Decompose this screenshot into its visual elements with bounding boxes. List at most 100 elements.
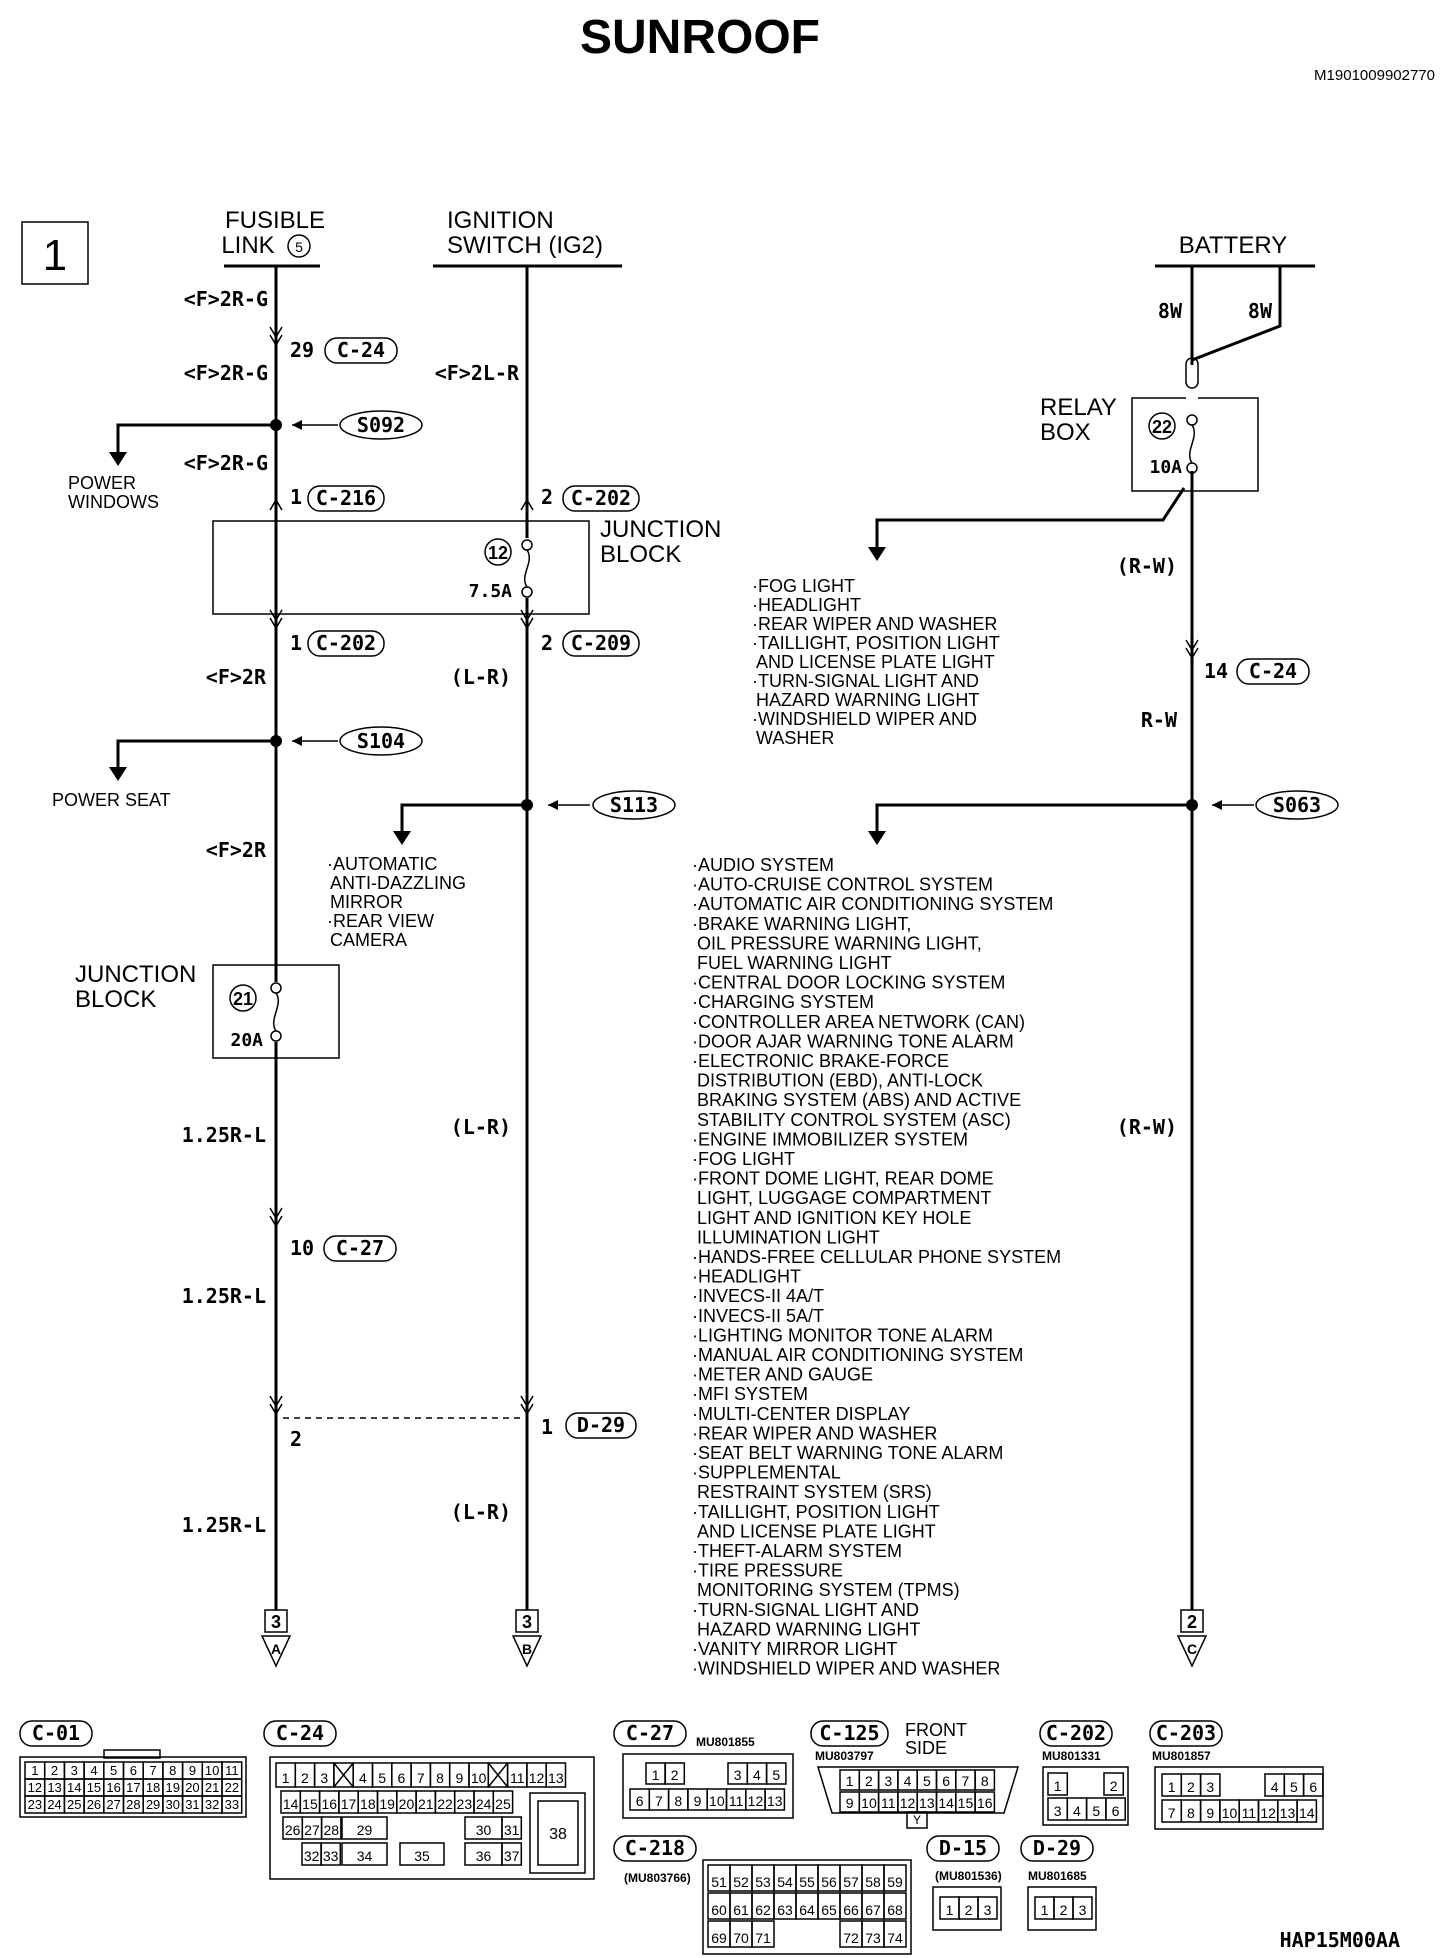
relay-item: AND LICENSE PLATE LIGHT (756, 652, 995, 672)
cont-b-page: 3 (522, 1612, 532, 1632)
connector-pin-number: 17 (126, 1780, 140, 1795)
connector-pin-number: 8 (1187, 1805, 1195, 1821)
connector-pin-number: 10 (471, 1770, 487, 1786)
connector-c202-label: C-202 (571, 486, 631, 510)
cont-b-letter: B (522, 1641, 532, 1657)
connector-name-tag (926, 1835, 1000, 1862)
connector-pin (1047, 1772, 1069, 1796)
connector-part-number: (MU801536) (935, 1869, 1002, 1883)
connector-pin-number: 11 (225, 1763, 239, 1778)
connector-pin-number: 4 (1271, 1779, 1279, 1795)
cont-a-box (264, 1609, 288, 1633)
connector-pin-number: 73 (865, 1930, 881, 1946)
connector-pin-number: 22 (225, 1780, 239, 1795)
fusible-link-label: FUSIBLE (225, 207, 325, 234)
connector-name-tag (613, 1720, 687, 1747)
wire-label-11: (L-R) (451, 1115, 511, 1139)
connector-pin-number: 26 (285, 1822, 301, 1838)
connector-name-tag (810, 1720, 889, 1747)
connector-pin-number: 8 (169, 1763, 176, 1778)
connector-pin-number: 7 (149, 1763, 156, 1778)
connector-pin-number: 8 (674, 1793, 682, 1809)
relay-item: WASHER (756, 728, 834, 748)
connector-pin-number: 38 (549, 1826, 567, 1843)
branch-relay (875, 487, 1186, 550)
splice-s092-label: S092 (357, 413, 405, 437)
s063-item: ·DOOR AJAR WARNING TONE ALARM (692, 1031, 1014, 1051)
splice-tag-s113 (592, 790, 676, 820)
junction-block-2 (212, 964, 340, 1059)
wire-label-1: <F>2R-G (184, 287, 268, 311)
s063-item: ·INVECS-II 4A/T (692, 1286, 824, 1306)
connector-name: C-203 (1156, 1721, 1216, 1745)
connector-part-number: MU801685 (1028, 1869, 1087, 1883)
connector-pin-number: 7 (417, 1770, 425, 1786)
connector-pin-number: 15 (302, 1796, 318, 1812)
cont-c-triangle (1176, 1635, 1208, 1668)
connector-pin (974, 1769, 996, 1791)
connector-pin-number: 2 (1187, 1779, 1195, 1795)
wire-label-8: 1.25R-L (182, 1284, 266, 1308)
s063-item: ·HEADLIGHT (692, 1267, 801, 1287)
power-seat-label: POWER SEAT (52, 790, 171, 810)
connector-pin-number: 11 (729, 1793, 744, 1809)
connector-pin-number: 33 (323, 1848, 339, 1864)
connector-pin-number: 20 (185, 1780, 199, 1795)
connector-pin-number: 5 (923, 1773, 931, 1789)
cont-a-triangle (260, 1635, 292, 1668)
splice-tag-s063 (1255, 790, 1339, 820)
connector-pin-number: 15 (87, 1780, 101, 1795)
splice-s113-label: S113 (610, 793, 658, 817)
connector-pin-number: 7 (1168, 1805, 1176, 1821)
connector-pin-number: 12 (529, 1770, 545, 1786)
connector-pin-number: 16 (106, 1780, 120, 1795)
connector-pin-number: 25 (67, 1797, 81, 1812)
connector-pin-number: 6 (1112, 1803, 1120, 1819)
connector-pin (664, 1762, 686, 1785)
connector-pin-number: 9 (846, 1795, 854, 1811)
relay-branch-list: ·FOG LIGHT ·HEADLIGHT ·REAR WIPER AND WA… (752, 576, 1000, 748)
pin-29: 29 (290, 338, 314, 362)
connector-pin-number: 9 (1206, 1805, 1214, 1821)
connector-part-number: (MU803766) (624, 1871, 691, 1885)
fuse-21-circle (229, 984, 257, 1012)
connector-pin-number: 17 (341, 1796, 357, 1812)
connector-pin (883, 1864, 907, 1892)
connector-pin-number: 5 (772, 1767, 780, 1783)
connector-c27-label: C-27 (336, 1236, 384, 1260)
s063-item: STABILITY CONTROL SYSTEM (ASC) (697, 1110, 1011, 1130)
connector-pin-number: 13 (548, 1770, 564, 1786)
s063-item: ·AUTO-CRUISE CONTROL SYSTEM (692, 875, 993, 895)
s063-item: ·ELECTRONIC BRAKE-FORCE (692, 1051, 949, 1071)
battery-label: BATTERY (1179, 232, 1287, 259)
connector-pin-number: 30 (166, 1797, 180, 1812)
connector-name-tag (1149, 1720, 1223, 1747)
relay-item: HAZARD WARNING LIGHT (756, 690, 979, 710)
connector-pin-number: 22 (437, 1796, 453, 1812)
connector-pin-number: 32 (205, 1797, 219, 1812)
s063-item: DISTRIBUTION (EBD), ANTI-LOCK (697, 1071, 983, 1091)
connector-pin (883, 1892, 907, 1920)
pin-1-c202: 1 (290, 631, 302, 655)
power-windows-label: POWER (68, 473, 136, 493)
fuse-12-number: 12 (488, 543, 508, 563)
connector-name: C-202 (1046, 1721, 1106, 1745)
junction-block-2-label-2: BLOCK (75, 986, 156, 1013)
connector-pin-number: 56 (821, 1874, 837, 1890)
connector-name: C-27 (626, 1721, 674, 1745)
connector-pin-number: 66 (843, 1902, 859, 1918)
connector-pin-number: 23 (28, 1797, 42, 1812)
connector-pin-number: 20 (399, 1796, 415, 1812)
pin-10: 10 (290, 1236, 314, 1260)
connector-pin-number: 2 (51, 1763, 58, 1778)
connector-pin-number: 14 (1299, 1805, 1315, 1821)
connector-d29-label: D-29 (577, 1413, 625, 1437)
connector-pin-number: 34 (357, 1848, 373, 1864)
connector-c202-label-left: C-202 (316, 631, 376, 655)
connector-pin (320, 1816, 342, 1840)
s063-item: ·WINDSHIELD WIPER AND WASHER (692, 1659, 1000, 1679)
s063-item: ·FRONT DOME LIGHT, REAR DOME (692, 1169, 994, 1189)
connector-pin (751, 1920, 775, 1948)
s063-item: ·CENTRAL DOOR LOCKING SYSTEM (692, 973, 1005, 993)
